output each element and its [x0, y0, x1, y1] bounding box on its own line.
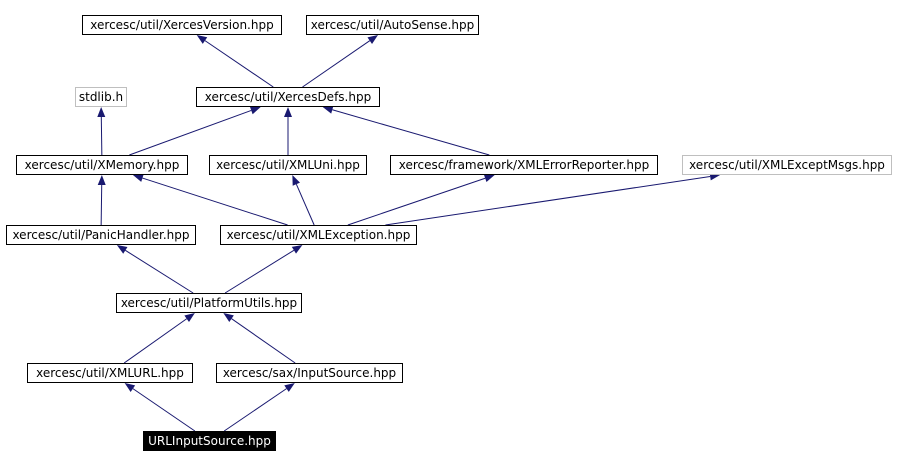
node-xercesversion[interactable]: xercesc/util/XercesVersion.hpp — [82, 15, 282, 35]
node-xmlexceptmsgs[interactable]: xercesc/util/XMLExceptMsgs.hpp — [682, 155, 892, 175]
node-xmluni[interactable]: xercesc/util/XMLUni.hpp — [209, 155, 367, 175]
arrowhead-platformutils-to-panichandler — [116, 245, 128, 254]
edge-urlinputsource-to-xmlurl — [132, 388, 196, 432]
arrowhead-xmlexception-to-xmluni — [292, 175, 301, 186]
arrowhead-xmlurl-to-platformutils — [184, 313, 195, 323]
edge-inputsource-to-platformutils — [231, 318, 296, 364]
edge-xmlerrorreporter-to-xercesdefs — [332, 109, 490, 156]
node-urlinputsource[interactable]: URLInputSource.hpp — [143, 431, 276, 451]
edge-platformutils-to-xmlexception — [224, 249, 295, 294]
node-inputsource[interactable]: xercesc/sax/InputSource.hpp — [216, 363, 403, 383]
arrowhead-xmemory-to-stdlib — [97, 107, 106, 118]
node-xmemory[interactable]: xercesc/util/XMemory.hpp — [16, 155, 188, 175]
edge-platformutils-to-panichandler — [125, 249, 194, 294]
edge-xmlexception-to-xmemory — [142, 177, 288, 226]
arrowhead-urlinputsource-to-inputsource — [284, 383, 295, 392]
edge-panichandler-to-xmemory — [100, 184, 103, 226]
node-stdlib[interactable]: stdlib.h — [75, 87, 127, 107]
arrowhead-xmluni-to-xercesdefs — [284, 107, 292, 117]
node-xmlexception[interactable]: xercesc/util/XMLException.hpp — [220, 225, 417, 245]
arrowhead-inputsource-to-platformutils — [223, 313, 234, 322]
node-xmlurl[interactable]: xercesc/util/XMLURL.hpp — [27, 363, 193, 383]
edge-xmlurl-to-platformutils — [123, 318, 187, 364]
arrowhead-xmlerrorreporter-to-xercesdefs — [322, 105, 334, 114]
node-panichandler[interactable]: xercesc/util/PanicHandler.hpp — [6, 225, 196, 245]
edge-xmlexception-to-xmluni — [295, 183, 315, 226]
edge-xercesdefs-to-autosense — [302, 40, 371, 88]
arrowhead-xmlexception-to-xmlerrorreporter — [483, 174, 495, 183]
arrowhead-urlinputsource-to-xmlurl — [124, 383, 136, 392]
arrowhead-xercesdefs-to-xercesversion — [196, 35, 208, 44]
arrowhead-xmlexception-to-xmemory — [132, 174, 144, 182]
edge-xmemory-to-stdlib — [100, 116, 103, 156]
arrowhead-xmemory-to-xercesdefs — [249, 106, 261, 115]
edge-xmlexception-to-xmlexceptmsgs — [385, 175, 711, 226]
arrowhead-platformutils-to-xmlexception — [291, 245, 303, 254]
arrowhead-xercesdefs-to-autosense — [367, 35, 378, 44]
edge-xmlexception-to-xmlerrorreporter — [347, 177, 486, 226]
edge-urlinputsource-to-inputsource — [223, 388, 287, 432]
arrowhead-panichandler-to-xmemory — [97, 175, 106, 186]
node-platformutils[interactable]: xercesc/util/PlatformUtils.hpp — [116, 293, 302, 313]
edge-xercesdefs-to-xercesversion — [204, 40, 274, 88]
node-xercesdefs[interactable]: xercesc/util/XercesDefs.hpp — [196, 87, 380, 107]
edge-xmemory-to-xercesdefs — [129, 109, 252, 156]
node-autosense[interactable]: xercesc/util/AutoSense.hpp — [306, 15, 479, 35]
node-xmlerrorreporter[interactable]: xercesc/framework/XMLErrorReporter.hpp — [390, 155, 658, 175]
